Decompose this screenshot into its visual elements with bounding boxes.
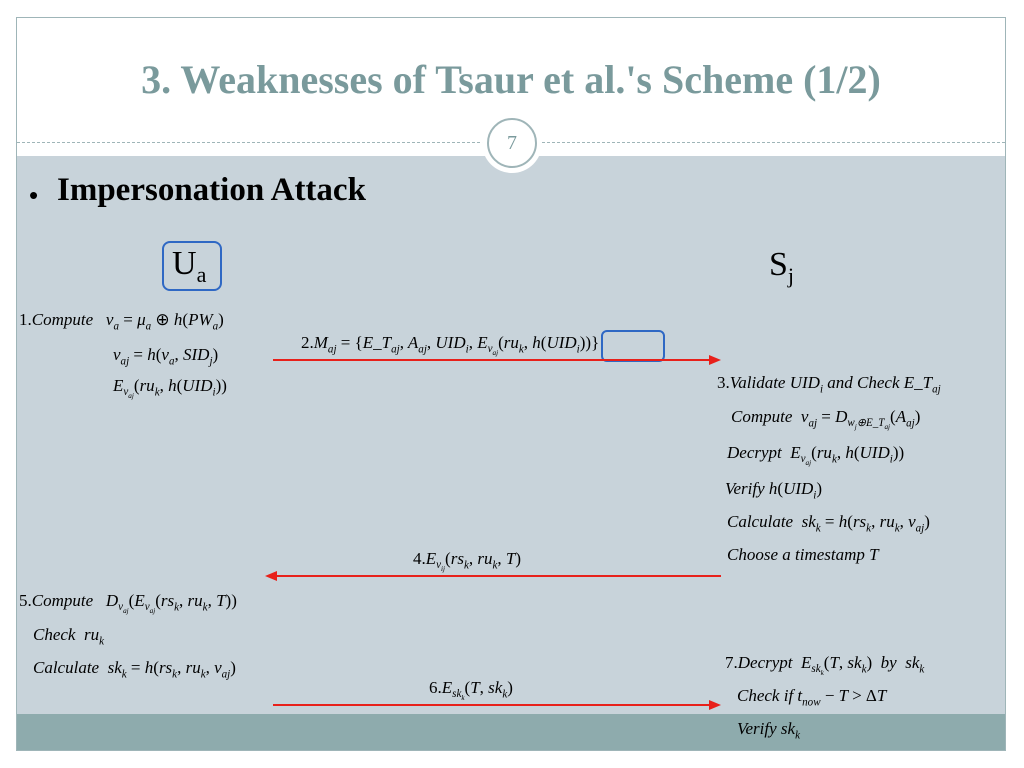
step4-message: 4.Evij(rsk, ruk, T) bbox=[413, 549, 522, 574]
step5-compute: 5.Compute Dvaj(Evaj(rsk, ruk, T)) bbox=[19, 591, 237, 616]
bullet-heading: Impersonation Attack bbox=[57, 172, 366, 208]
user-label-sub: a bbox=[196, 261, 207, 287]
server-label: Sj bbox=[769, 246, 794, 289]
step3-calculate: Calculate skk = h(rsk, ruk, vaj) bbox=[727, 512, 930, 535]
user-label: Ua bbox=[172, 245, 206, 288]
slide: 3. Weaknesses of Tsaur et al.'s Scheme (… bbox=[16, 17, 1006, 751]
server-label-sub: j bbox=[787, 262, 795, 288]
step2-message: 2.Maj = {E_Taj, Aaj, UIDi, Evaj(ruk, h(U… bbox=[301, 333, 600, 358]
uid-highlight-box bbox=[601, 330, 665, 362]
step1-encrypt: Evaj(ruk, h(UIDi)) bbox=[113, 376, 227, 401]
step3-decrypt: Decrypt Evaj(ruk, h(UIDi)) bbox=[727, 443, 905, 468]
step7-verify: Verify skk bbox=[737, 719, 800, 742]
footer-bar bbox=[17, 714, 1005, 750]
page-number-badge: 7 bbox=[487, 118, 537, 168]
user-highlight-box bbox=[162, 241, 222, 291]
step5-check: Check ruk bbox=[33, 625, 104, 648]
step1-vaj: vaj = h(va, SIDj) bbox=[113, 345, 219, 368]
step6-message: 6.Eskk(T, skk) bbox=[429, 678, 513, 703]
bullet-marker: • bbox=[29, 180, 39, 210]
step3-choose-timestamp: Choose a timestamp T bbox=[727, 545, 879, 564]
step3-verify: Verify h(UIDi) bbox=[725, 479, 823, 502]
step3-validate: 3.Validate UIDi and Check E_Taj bbox=[717, 373, 941, 396]
user-label-base: U bbox=[172, 245, 197, 282]
step3-compute: Compute vaj = Dwj⊕E_Taj(Aaj) bbox=[731, 407, 921, 432]
step7-decrypt: 7.Decrypt Eskk(T, skk) by skk bbox=[725, 653, 925, 678]
step7-check: Check if tnow − T > ΔT bbox=[737, 686, 887, 709]
server-label-base: S bbox=[769, 246, 788, 283]
step5-calculate: Calculate skk = h(rsk, ruk, vaj) bbox=[33, 658, 236, 681]
step1-compute: 1.Compute va = μa ⊕ h(PWa) bbox=[19, 310, 224, 333]
slide-body bbox=[17, 156, 1005, 716]
slide-title: 3. Weaknesses of Tsaur et al.'s Scheme (… bbox=[141, 57, 881, 102]
